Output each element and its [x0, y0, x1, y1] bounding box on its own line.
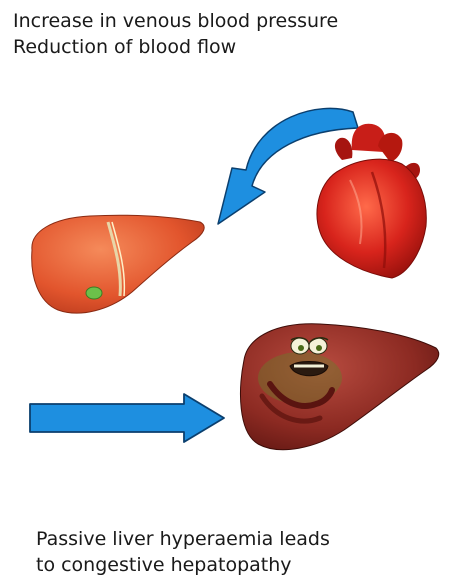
bottom-caption: Passive liver hyperaemia leads to conges… — [36, 526, 330, 578]
congested-liver-icon — [241, 324, 439, 450]
bottom-caption-line-2: to congestive hepatopathy — [36, 552, 330, 578]
bottom-caption-line-1: Passive liver hyperaemia leads — [36, 526, 330, 552]
healthy-liver-icon — [32, 215, 204, 313]
straight-arrow-icon — [30, 394, 224, 442]
heart-icon — [317, 124, 426, 278]
